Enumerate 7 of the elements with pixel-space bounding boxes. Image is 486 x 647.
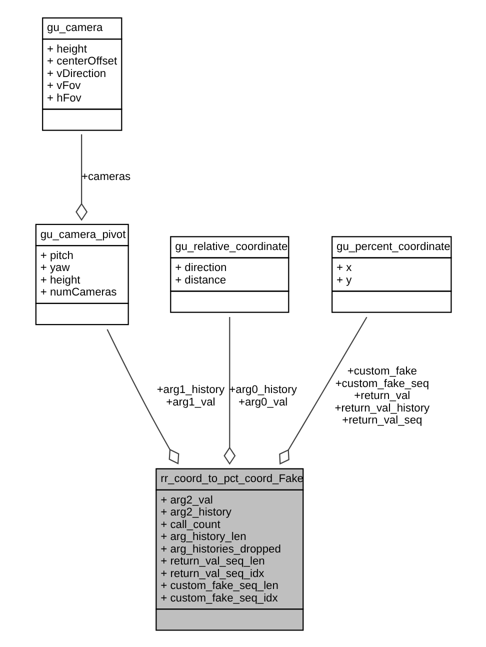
connector	[279, 316, 368, 465]
edge-label: +custom_fake +custom_fake_seq +return_val +return_val_history +return_val_seq	[334, 366, 430, 427]
connector	[224, 316, 236, 465]
connector	[106, 329, 180, 464]
edge-label: +arg1_history +arg1_val	[156, 384, 225, 408]
edge-label: +cameras	[81, 170, 131, 183]
connector	[76, 134, 88, 221]
